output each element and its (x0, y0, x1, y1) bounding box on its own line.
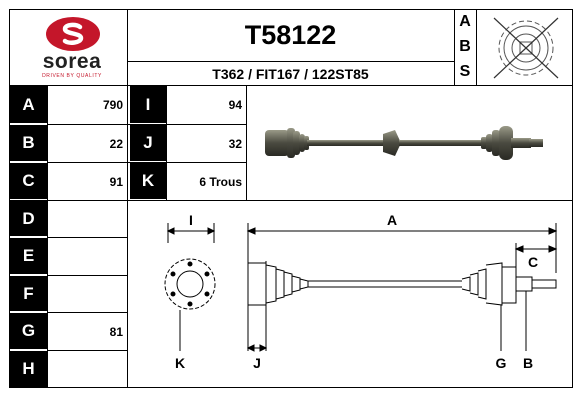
divider (246, 85, 247, 200)
label-b: B (523, 355, 533, 371)
divider (127, 85, 128, 387)
spec-letter-h: H (10, 351, 47, 387)
divider (47, 124, 246, 125)
spec-value-f (47, 276, 127, 312)
spec-letter-j: J (130, 125, 166, 161)
spec-value-h (47, 351, 127, 387)
divider (10, 85, 572, 86)
abs-ring-crossed-icon (493, 17, 559, 79)
spec-value-k: 6 Trous (199, 174, 242, 189)
spec-letter-c: C (10, 163, 47, 199)
abs-letter-a: A (459, 13, 471, 30)
cross-references: T362 / FIT167 / 122ST85 (212, 65, 369, 82)
label-c: C (528, 254, 538, 270)
divider (47, 237, 127, 238)
divider (476, 10, 477, 85)
spec-letter-i: I (130, 86, 166, 123)
spec-letter-g: G (10, 313, 47, 349)
spec-value-i: 94 (228, 98, 242, 112)
spec-letter-a: A (10, 86, 47, 123)
abs-letter-s: S (459, 63, 471, 80)
divider (47, 312, 127, 313)
spec-value-e (47, 238, 127, 275)
spec-letter-b: B (10, 125, 47, 161)
spec-letter-f: F (10, 276, 47, 311)
divider (454, 10, 455, 85)
label-k: K (175, 355, 185, 371)
divider (47, 275, 127, 276)
divider (47, 350, 127, 351)
drive-shaft-icon (265, 126, 543, 160)
spec-letter-e: E (10, 238, 47, 274)
spec-letter-d: D (10, 201, 47, 236)
divider (127, 10, 128, 85)
brand-name: sorea (42, 50, 102, 73)
label-g: G (496, 355, 507, 371)
spec-value-d (47, 201, 127, 237)
label-j: J (253, 355, 261, 371)
divider (127, 61, 454, 62)
divider (166, 85, 167, 200)
spec-value-g: 81 (109, 324, 123, 339)
spec-value-a: 790 (102, 98, 123, 112)
sorea-logo-icon (46, 17, 100, 51)
part-number: T58122 (244, 20, 337, 50)
spec-value-j: 32 (228, 136, 242, 151)
spec-letter-k: K (130, 163, 166, 199)
spec-value-c: 91 (109, 174, 123, 189)
divider (47, 85, 48, 387)
label-a: A (387, 212, 397, 228)
spec-sheet-frame (9, 9, 573, 388)
divider (47, 162, 246, 163)
label-i: I (189, 212, 193, 228)
spec-value-b: 22 (109, 136, 123, 151)
divider (10, 200, 572, 201)
brand-tagline: DRIVEN BY QUALITY (42, 73, 102, 79)
technical-diagram: I A C K J G B (164, 212, 558, 371)
abs-letter-b: B (459, 38, 471, 55)
